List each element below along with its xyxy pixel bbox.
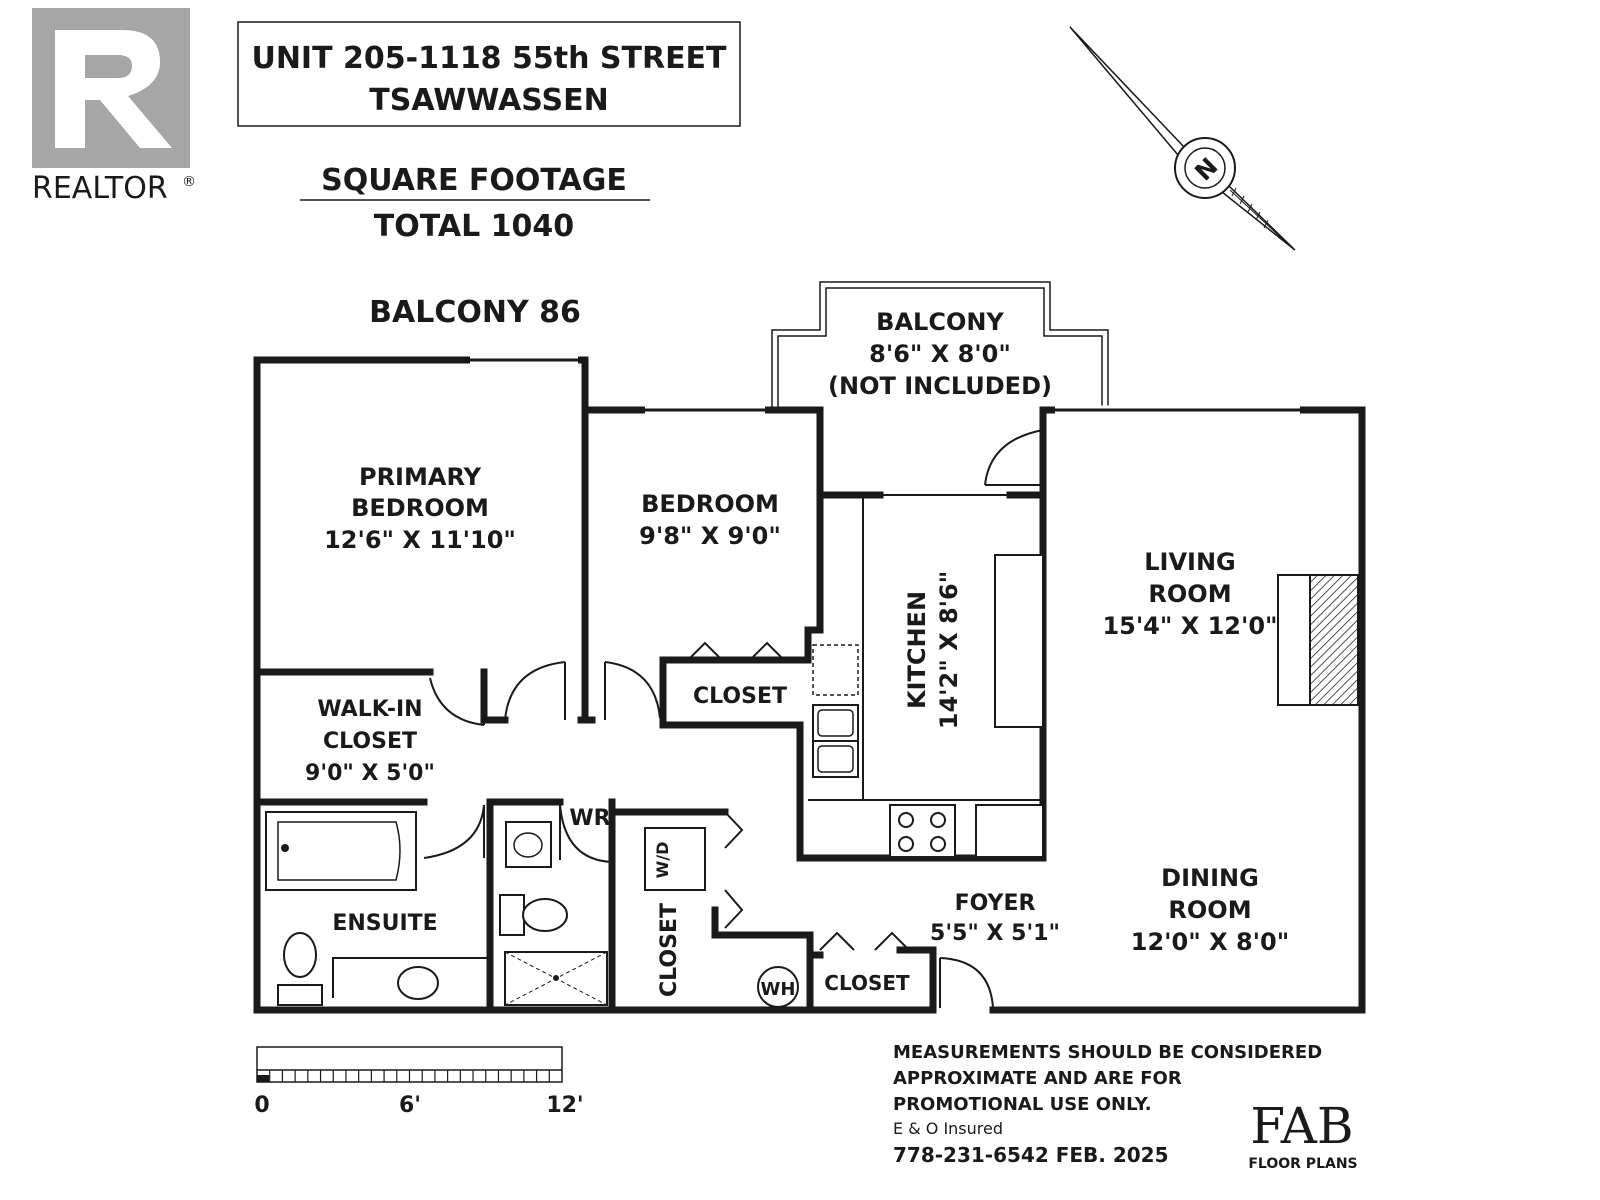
disclaimer-line1: MEASUREMENTS SHOULD BE CONSIDERED xyxy=(893,1042,1322,1063)
ensuite-vanity xyxy=(277,932,490,1006)
wr-fixtures xyxy=(499,821,608,1006)
ensuite-toilet-icon xyxy=(283,932,317,978)
fridge-icon xyxy=(975,804,1044,858)
walk-in-closet-label-1: WALK-IN xyxy=(317,697,422,722)
doors xyxy=(423,429,1044,1009)
fab-floor-plans-logo: FAB FLOOR PLANS xyxy=(1248,1097,1357,1172)
disclaimer: MEASUREMENTS SHOULD BE CONSIDERED APPROX… xyxy=(893,1042,1322,1167)
address-line1: UNIT 205-1118 55th STREET xyxy=(251,41,727,76)
windows xyxy=(470,355,1300,496)
realtor-r-logo xyxy=(55,30,172,148)
balcony-outline xyxy=(771,281,1109,410)
fab-logo-text: FAB xyxy=(1250,1097,1353,1155)
kitchen-label: KITCHEN xyxy=(903,591,931,709)
walls xyxy=(253,356,1366,1014)
walk-in-closet-label-2: CLOSET xyxy=(323,729,417,754)
bedroom-label: BEDROOM xyxy=(641,490,779,518)
dining-room-label-1: DINING xyxy=(1161,864,1259,892)
washer-dryer-label: W/D xyxy=(653,842,672,879)
bedroom-dims: 9'8" X 9'0" xyxy=(639,522,781,550)
foyer-label: FOYER xyxy=(955,891,1036,916)
living-room-dims: 15'4" X 12'0" xyxy=(1102,612,1277,640)
address-line2: TSAWWASSEN xyxy=(369,83,608,118)
scale-label-0: 0 xyxy=(254,1093,269,1118)
kitchen-fixtures xyxy=(808,495,1044,858)
dining-room-label-2: ROOM xyxy=(1168,896,1251,924)
sink-icon xyxy=(812,704,859,778)
realtor-wordmark: REALTOR xyxy=(32,171,168,206)
laundry-fixtures: W/D xyxy=(644,827,799,1008)
stove-icon xyxy=(889,804,956,858)
fireplace-icon xyxy=(1277,574,1359,706)
wr-label: WR xyxy=(569,806,610,831)
foyer-closet-label: CLOSET xyxy=(824,971,910,995)
sqft-heading: SQUARE FOOTAGE xyxy=(321,163,627,198)
walk-in-closet-dims: 9'0" X 5'0" xyxy=(305,761,435,786)
scale-label-6: 6' xyxy=(399,1093,421,1118)
balcony-area: BALCONY 86 xyxy=(369,295,581,330)
registered-mark: ® xyxy=(182,174,196,190)
disclaimer-contact: 778-231-6542 FEB. 2025 xyxy=(893,1143,1169,1167)
disclaimer-line4: E & O Insured xyxy=(893,1119,1003,1138)
primary-bedroom-label-1: PRIMARY xyxy=(359,463,482,491)
balcony-label: BALCONY xyxy=(876,308,1004,336)
shower-icon xyxy=(504,951,608,1006)
fab-logo-sub: FLOOR PLANS xyxy=(1248,1156,1357,1172)
address-box: UNIT 205-1118 55th STREET TSAWWASSEN xyxy=(237,21,741,127)
primary-bedroom-label-2: BEDROOM xyxy=(351,494,489,522)
bedroom-closet-label: CLOSET xyxy=(693,684,787,709)
sqft-total: TOTAL 1040 xyxy=(374,209,574,244)
scale-bar: 0 6' 12' xyxy=(254,1046,584,1118)
wr-toilet-icon xyxy=(522,898,568,932)
disclaimer-line2: APPROXIMATE AND ARE FOR xyxy=(893,1068,1182,1089)
north-arrow-icon: N xyxy=(1069,26,1296,251)
living-room-label-1: LIVING xyxy=(1144,548,1236,576)
living-room-label-2: ROOM xyxy=(1148,580,1231,608)
balcony-dims: 8'6" X 8'0" xyxy=(869,340,1011,368)
dining-room-dims: 12'0" X 8'0" xyxy=(1131,928,1289,956)
disclaimer-line3: PROMOTIONAL USE ONLY. xyxy=(893,1094,1152,1115)
realtor-logo: REALTOR ® xyxy=(32,8,196,206)
room-labels: BALCONY 8'6" X 8'0" (NOT INCLUDED) PRIMA… xyxy=(305,308,1289,1000)
water-heater-label: WH xyxy=(761,979,796,1000)
ensuite-label: ENSUITE xyxy=(332,911,437,936)
scale-ticks xyxy=(269,1070,550,1082)
hall-closet-label: CLOSET xyxy=(657,903,682,997)
foyer-dims: 5'5" X 5'1" xyxy=(930,921,1060,946)
water-heater-icon xyxy=(757,966,799,1008)
wr-sink-icon xyxy=(513,832,543,858)
bathtub-icon xyxy=(265,811,417,891)
kitchen-dims: 14'2" X 8'6" xyxy=(935,571,963,729)
scale-label-12: 12' xyxy=(546,1093,583,1118)
balcony-note: (NOT INCLUDED) xyxy=(828,372,1052,400)
primary-bedroom-dims: 12'6" X 11'10" xyxy=(324,526,516,554)
ensuite-sink-icon xyxy=(397,966,439,1000)
